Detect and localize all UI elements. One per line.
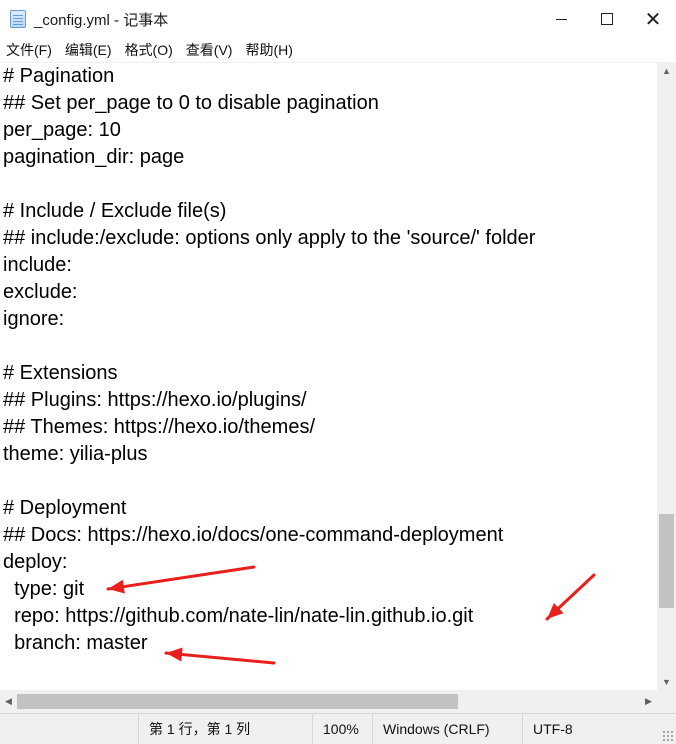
minimize-button[interactable] — [538, 0, 584, 38]
status-line-ending: Windows (CRLF) — [372, 714, 513, 744]
menu-view[interactable]: 查看(V) — [185, 42, 233, 58]
editor-line[interactable]: repo: https://github.com/nate-lin/nate-l… — [3, 605, 474, 627]
editor-line[interactable]: branch: master — [3, 632, 148, 654]
window-controls: ✕ — [538, 0, 676, 38]
editor-line[interactable]: type: git — [3, 578, 85, 600]
editor-line[interactable]: ## Set per_page to 0 to disable paginati… — [3, 92, 379, 114]
editor-line[interactable] — [0, 468, 657, 495]
editor-line[interactable]: ## Docs: https://hexo.io/docs/one-comman… — [3, 524, 504, 546]
notepad-icon — [10, 10, 26, 28]
scroll-left-arrow-icon[interactable]: ◀ — [5, 696, 12, 706]
editor-line[interactable]: ## Plugins: https://hexo.io/plugins/ — [3, 389, 307, 411]
editor-line[interactable]: # Include / Exclude file(s) — [3, 200, 227, 222]
scrollbar-corner — [657, 690, 676, 713]
status-cursor-position: 第 1 行，第 1 列 — [138, 714, 313, 744]
menu-file[interactable]: 文件(F) — [6, 42, 52, 58]
status-zoom: 100% — [312, 714, 373, 744]
vertical-scroll-thumb[interactable] — [659, 514, 674, 608]
resize-grip-icon[interactable] — [662, 730, 674, 742]
editor-line[interactable]: pagination_dir: page — [3, 146, 185, 168]
text-editor[interactable]: # Pagination ## Set per_page to 0 to disa… — [0, 62, 657, 691]
editor-line[interactable]: # Pagination — [3, 65, 115, 87]
status-encoding: UTF-8 — [522, 714, 653, 744]
editor-line[interactable]: ## Themes: https://hexo.io/themes/ — [3, 416, 316, 438]
vertical-scrollbar[interactable]: ▲ ▼ — [657, 62, 676, 690]
editor-line[interactable]: deploy: — [3, 551, 68, 573]
editor-line[interactable]: theme: yilia-plus — [3, 443, 148, 465]
editor-line[interactable]: # Extensions — [3, 362, 118, 384]
title-bar[interactable]: _config.yml - 记事本 ✕ — [0, 0, 676, 38]
editor-line[interactable]: # Deployment — [3, 497, 127, 519]
menu-bar: 文件(F) 编辑(E) 格式(O) 查看(V) 帮助(H) — [0, 38, 676, 62]
close-button[interactable]: ✕ — [630, 0, 676, 38]
maximize-button[interactable] — [584, 0, 630, 38]
editor-line[interactable]: exclude: — [3, 281, 78, 303]
editor-line[interactable]: include: — [3, 254, 72, 276]
editor-line[interactable] — [0, 333, 657, 360]
minimize-icon — [555, 18, 567, 20]
close-icon: ✕ — [644, 7, 662, 31]
editor-line[interactable]: ## include:/exclude: options only apply … — [3, 227, 536, 249]
editor-line[interactable] — [0, 171, 657, 198]
menu-format[interactable]: 格式(O) — [124, 42, 173, 58]
scroll-right-arrow-icon[interactable]: ▶ — [645, 696, 652, 706]
maximize-icon — [601, 13, 613, 25]
status-bar: 第 1 行，第 1 列 100% Windows (CRLF) UTF-8 — [0, 713, 676, 744]
scroll-up-arrow-icon[interactable]: ▲ — [662, 65, 671, 76]
editor-line[interactable]: ignore: — [3, 308, 65, 330]
horizontal-scrollbar[interactable]: ◀ ▶ — [0, 690, 657, 713]
menu-help[interactable]: 帮助(H) — [245, 42, 293, 58]
horizontal-scroll-thumb[interactable] — [17, 694, 458, 709]
scroll-down-arrow-icon[interactable]: ▼ — [662, 676, 671, 687]
menu-edit[interactable]: 编辑(E) — [64, 42, 112, 58]
window-title: _config.yml - 记事本 — [34, 11, 169, 29]
editor-line[interactable]: per_page: 10 — [3, 119, 121, 141]
editor-content[interactable]: # Pagination ## Set per_page to 0 to disa… — [0, 63, 657, 657]
